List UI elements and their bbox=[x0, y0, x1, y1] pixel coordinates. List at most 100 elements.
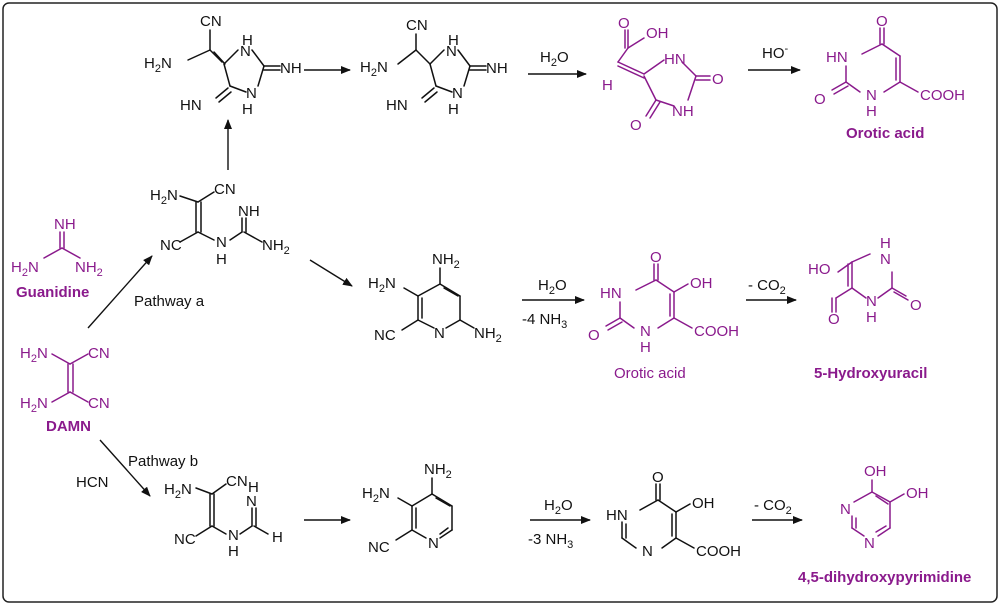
atom-label: HN bbox=[180, 97, 202, 114]
ammonia-loss-reagent: -4 NH3 bbox=[522, 311, 567, 331]
atom-label: O bbox=[814, 91, 826, 108]
atom-label: O bbox=[876, 13, 888, 30]
orotic-acid-top-name: Orotic acid bbox=[846, 125, 924, 142]
atom-label: H2N bbox=[362, 485, 390, 505]
atom-label: COOH bbox=[696, 543, 741, 560]
atom-label: NH bbox=[486, 60, 508, 77]
atom-label: OH bbox=[690, 275, 713, 292]
atom-label: NC bbox=[174, 531, 196, 548]
atom-label: N bbox=[216, 234, 227, 251]
atom-label: O bbox=[588, 327, 600, 344]
atom-label: H bbox=[216, 251, 227, 268]
atom-label: H bbox=[880, 235, 891, 252]
damn-name: DAMN bbox=[46, 418, 91, 435]
atom-label: H bbox=[272, 529, 283, 546]
atom-label: N bbox=[428, 535, 439, 552]
atom-label: NC bbox=[374, 327, 396, 344]
atom-label: H2N bbox=[20, 395, 48, 415]
atom-label: OH bbox=[864, 463, 887, 480]
damn-structure: H2N CN H2N CN bbox=[20, 345, 110, 415]
atom-label: HN bbox=[606, 507, 628, 524]
atom-label: N bbox=[642, 543, 653, 560]
diaminopyridine-structure: NH2 H2N NC N bbox=[362, 461, 453, 556]
pyridine-formation-arrow bbox=[309, 259, 353, 287]
atom-label: COOH bbox=[920, 87, 965, 104]
pathway-b-intermediate: H2N CN NC N H H N H bbox=[164, 473, 283, 560]
guanidine-structure: NH H2N NH2 bbox=[11, 216, 103, 279]
5-hydroxyuracil-name: 5-Hydroxyuracil bbox=[814, 365, 927, 382]
orotic-acid-top-structure: O HN O N H COOH bbox=[814, 13, 965, 120]
atom-label: CN bbox=[214, 181, 236, 198]
atom-label: HN bbox=[826, 49, 848, 66]
atom-label: N bbox=[880, 251, 891, 268]
atom-label: NH2 bbox=[75, 259, 103, 279]
atom-label: O bbox=[652, 469, 664, 486]
atom-label: H bbox=[228, 543, 239, 560]
atom-label: OH bbox=[646, 25, 669, 42]
orotic-acid-mid-structure: O OH HN O N H COOH bbox=[588, 249, 739, 356]
atom-label: NH bbox=[672, 103, 694, 120]
atom-label: COOH bbox=[694, 323, 739, 340]
ammonia-loss-reagent: -3 NH3 bbox=[528, 531, 573, 551]
atom-label: OH bbox=[906, 485, 929, 502]
atom-label: O bbox=[650, 249, 662, 266]
atom-label: NH2 bbox=[432, 251, 460, 271]
atom-label: H2N bbox=[164, 481, 192, 501]
atom-label: NC bbox=[160, 237, 182, 254]
guanidine-name: Guanidine bbox=[16, 284, 89, 301]
co2-loss-reagent: - CO2 bbox=[754, 497, 792, 517]
atom-label: HN bbox=[600, 285, 622, 302]
atom-label: O bbox=[712, 71, 724, 88]
water-reagent: H2O bbox=[544, 497, 573, 517]
atom-label: H2N bbox=[11, 259, 39, 279]
imidazole-intermediate-2: CN H2N H N NH N H HN bbox=[360, 17, 508, 118]
5-hydroxyuracil-structure: HO N H O N H O bbox=[808, 235, 922, 328]
atom-label: O bbox=[910, 297, 922, 314]
pathway-a-label: Pathway a bbox=[134, 293, 205, 310]
water-reagent: H2O bbox=[538, 277, 567, 297]
atom-label: N bbox=[840, 501, 851, 518]
atom-label: O bbox=[618, 15, 630, 32]
atom-label: N bbox=[434, 325, 445, 342]
atom-label: N bbox=[246, 493, 257, 510]
atom-label: NH2 bbox=[262, 237, 290, 257]
atom-label: H bbox=[448, 101, 459, 118]
atom-label: HN bbox=[386, 97, 408, 114]
atom-label: NH2 bbox=[424, 461, 452, 481]
atom-label: OH bbox=[692, 495, 715, 512]
atom-label: N bbox=[866, 87, 877, 104]
triaminopyridine-structure: NH2 H2N NC N NH2 bbox=[368, 251, 502, 345]
dihydroxypyrimidine-name: 4,5-dihydroxypyrimidine bbox=[798, 569, 971, 586]
atom-label: HN bbox=[664, 51, 686, 68]
atom-label: N bbox=[240, 43, 251, 60]
atom-label: H bbox=[248, 479, 259, 496]
atom-label: N bbox=[452, 85, 463, 102]
pathway-b-label: Pathway b bbox=[128, 453, 198, 470]
atom-label: NH bbox=[280, 60, 302, 77]
atom-label: CN bbox=[226, 473, 248, 490]
orotic-acid-mid-name: Orotic acid bbox=[614, 365, 686, 382]
atom-label: NH bbox=[54, 216, 76, 233]
dihydroxypyrimidine-structure: OH OH N N bbox=[840, 463, 929, 552]
atom-label: H bbox=[448, 32, 459, 49]
pathway-a-arrow bbox=[87, 255, 153, 329]
atom-label: H2N bbox=[360, 59, 388, 79]
atom-label: N bbox=[866, 293, 877, 310]
atom-label: HO bbox=[808, 261, 831, 278]
atom-label: CN bbox=[406, 17, 428, 34]
atom-label: H bbox=[242, 32, 253, 49]
atom-label: N bbox=[446, 43, 457, 60]
atom-label: N bbox=[246, 85, 257, 102]
atom-label: NH2 bbox=[474, 325, 502, 345]
atom-label: O bbox=[828, 311, 840, 328]
atom-label: CN bbox=[200, 13, 222, 30]
atom-label: O bbox=[630, 117, 642, 134]
atom-label: CN bbox=[88, 395, 110, 412]
hcn-reagent: HCN bbox=[76, 474, 109, 491]
co2-loss-reagent: - CO2 bbox=[748, 277, 786, 297]
atom-label: CN bbox=[88, 345, 110, 362]
atom-label: H bbox=[640, 339, 651, 356]
atom-label: H bbox=[866, 309, 877, 326]
